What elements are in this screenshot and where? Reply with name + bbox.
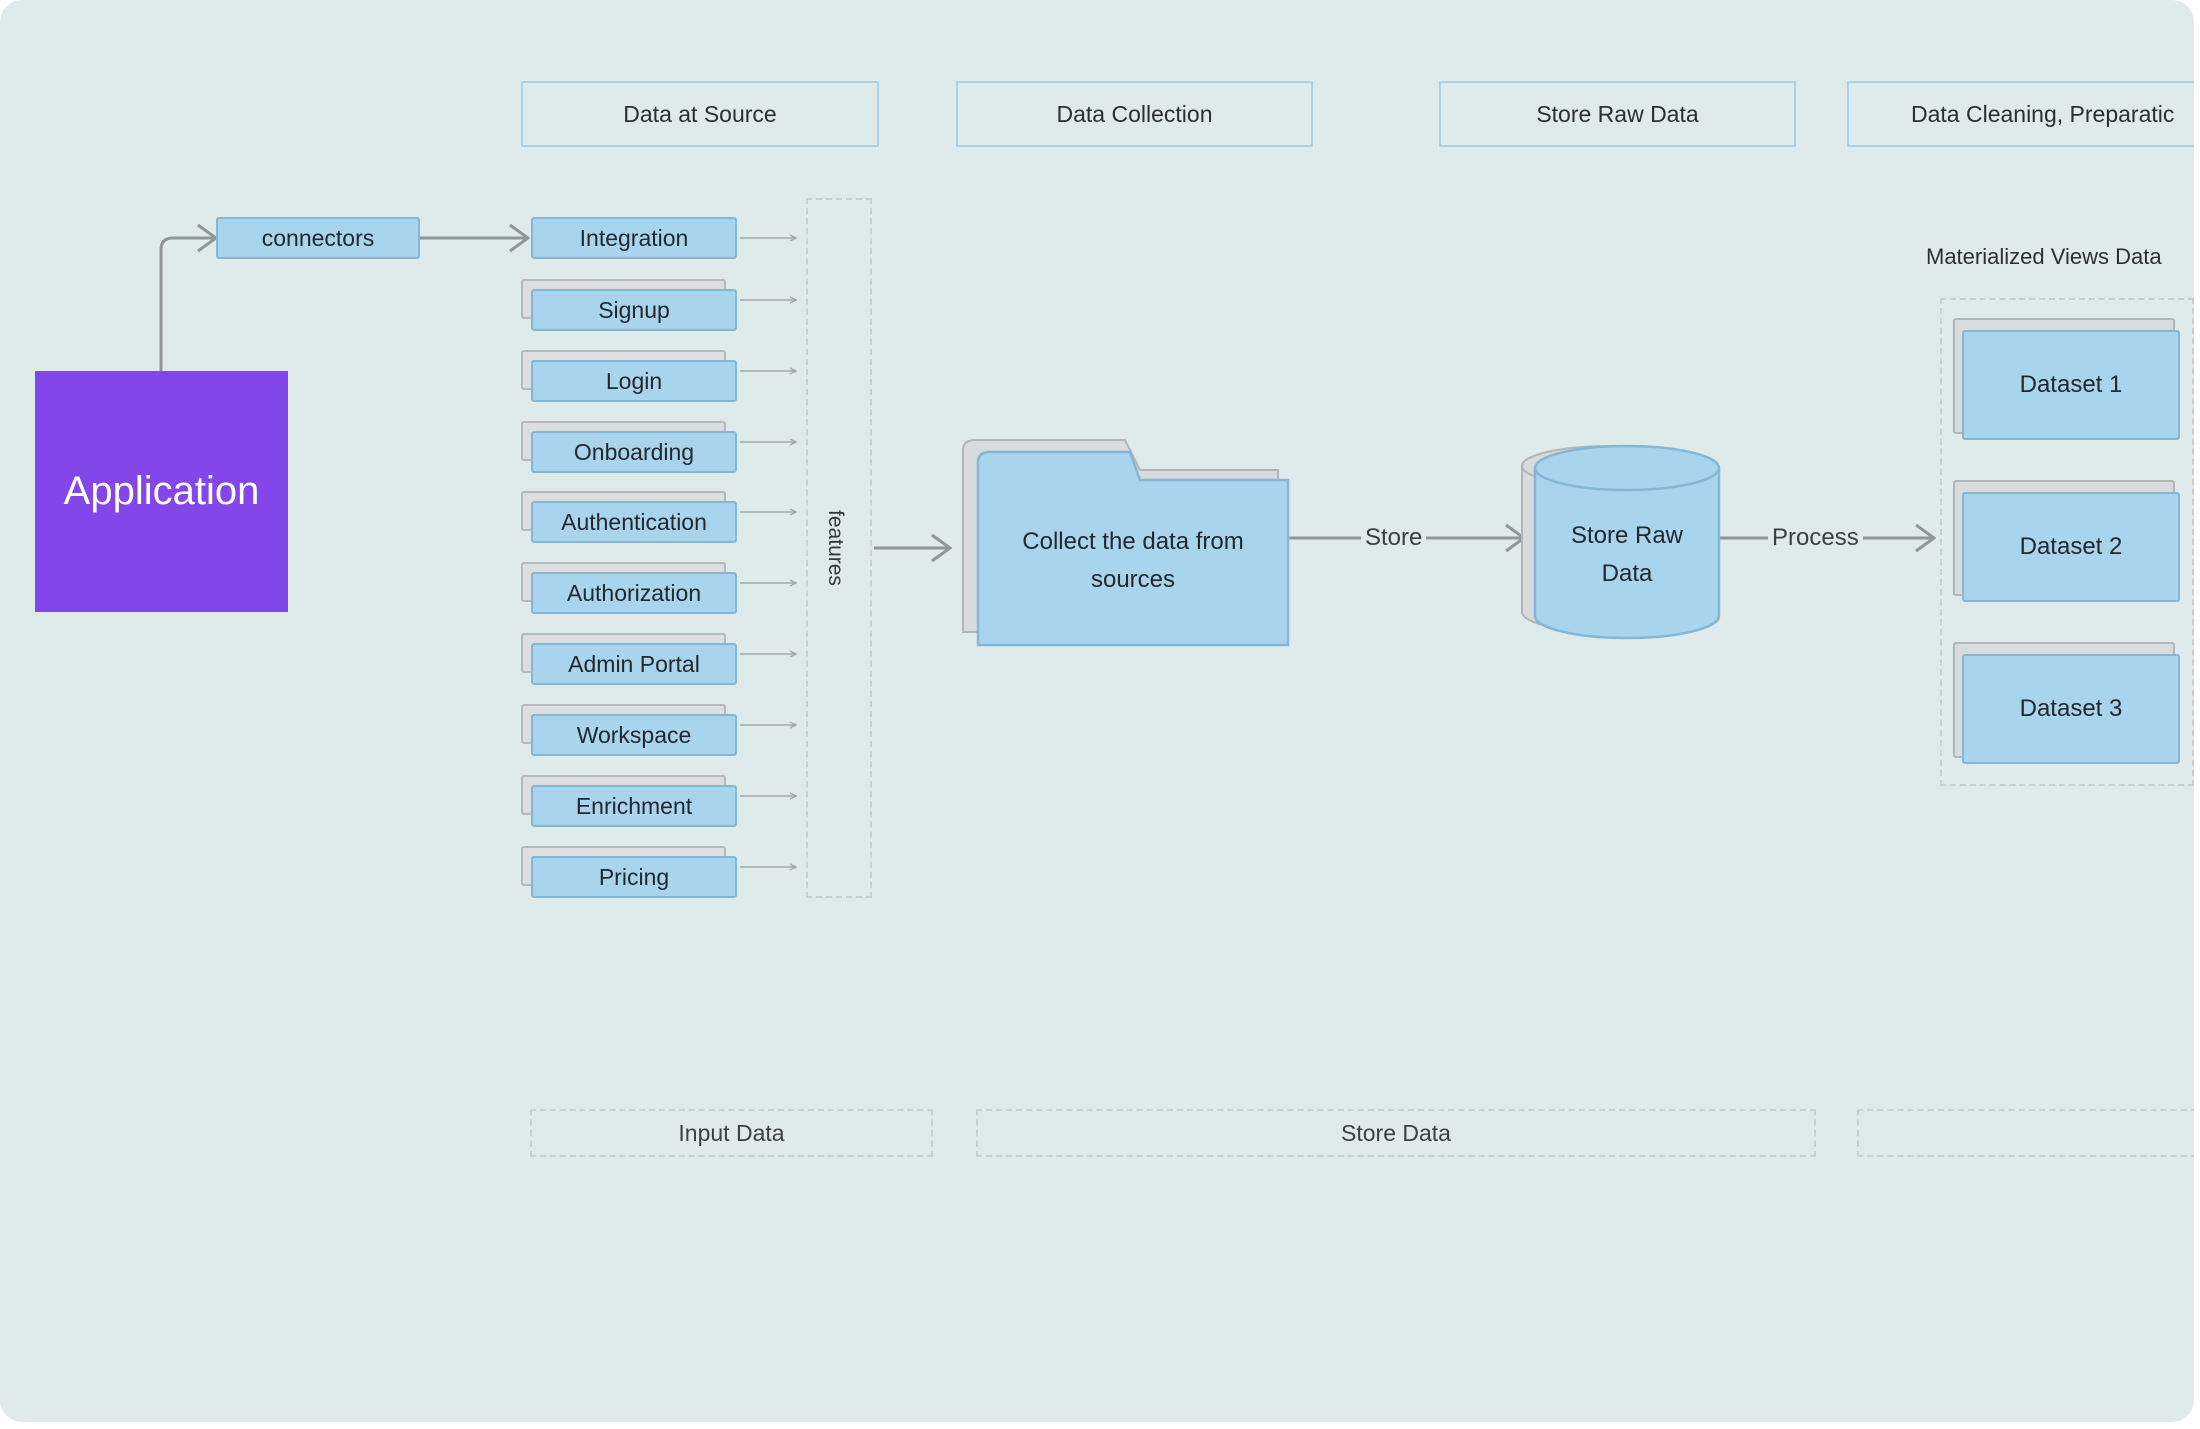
edge-label-process: Process xyxy=(1768,524,1863,552)
collect-line-2: sources xyxy=(1090,566,1176,593)
raw-data-line-1: Store Raw xyxy=(1570,522,1684,549)
dataset-1[interactable]: Dataset 1 xyxy=(1962,330,2180,440)
raw-data-cylinder-shape xyxy=(1521,444,1721,640)
raw-data-line-2: Data xyxy=(1601,560,1653,587)
footer-input-data: Input Data xyxy=(530,1109,933,1157)
feature-enrichment[interactable]: Enrichment xyxy=(531,785,737,827)
raw-data-node[interactable]: Store Raw Data xyxy=(1535,517,1719,593)
collect-folder-shape xyxy=(962,439,1290,647)
materialized-views-group xyxy=(1940,298,2194,786)
phase-header-collection: Data Collection xyxy=(956,81,1313,147)
dataset-3[interactable]: Dataset 3 xyxy=(1962,654,2180,764)
features-label: features xyxy=(824,510,847,586)
edge-label-store: Store xyxy=(1361,524,1427,552)
dataset-2[interactable]: Dataset 2 xyxy=(1962,492,2180,602)
phase-header-raw: Store Raw Data xyxy=(1439,81,1796,147)
collect-line-1: Collect the data from xyxy=(1022,528,1244,555)
feature-onboarding[interactable]: Onboarding xyxy=(531,431,737,473)
footer-store-data: Store Data xyxy=(976,1109,1816,1157)
feature-signup[interactable]: Signup xyxy=(531,289,737,331)
edge-app-connectors xyxy=(159,238,216,371)
collect-node[interactable]: Collect the data from sources xyxy=(978,523,1288,599)
connectors-node[interactable]: connectors xyxy=(216,217,420,259)
materialized-views-label: Materialized Views Data xyxy=(1926,244,2162,269)
footer-cleaning xyxy=(1857,1109,2194,1157)
application-node[interactable]: Application xyxy=(35,371,288,612)
feature-workspace[interactable]: Workspace xyxy=(531,714,737,756)
feature-integration[interactable]: Integration xyxy=(531,217,737,259)
phase-header-source: Data at Source xyxy=(521,81,879,147)
feature-login[interactable]: Login xyxy=(531,360,737,402)
feature-pricing[interactable]: Pricing xyxy=(531,856,737,898)
feature-authentication[interactable]: Authentication xyxy=(531,501,737,543)
feature-admin-portal[interactable]: Admin Portal xyxy=(531,643,737,685)
feature-authorization[interactable]: Authorization xyxy=(531,572,737,614)
features-group xyxy=(806,198,872,898)
phase-header-cleaning: Data Cleaning, Preparatic xyxy=(1847,81,2194,147)
